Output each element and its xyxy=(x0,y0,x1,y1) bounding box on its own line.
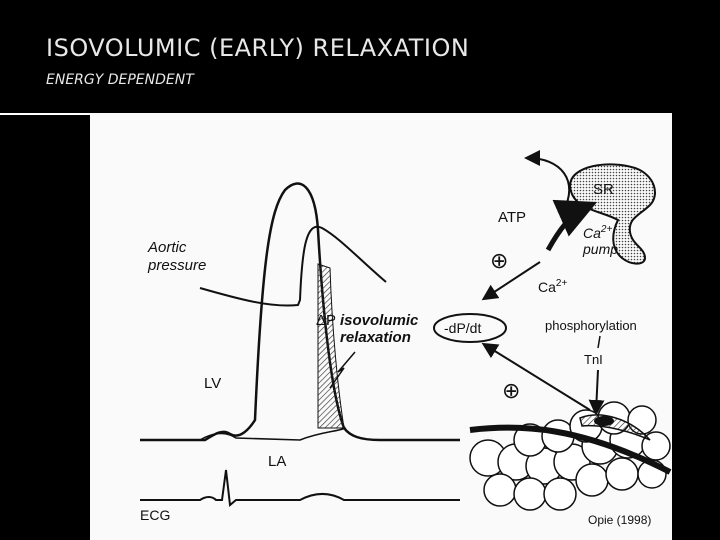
aortic-pressure-curve xyxy=(199,225,387,307)
tropomyosin-strand xyxy=(469,424,672,475)
divider-line xyxy=(0,113,90,115)
plus-sign-upper: ⊕ xyxy=(490,248,508,273)
atp-arrow xyxy=(524,150,570,213)
phosphorylation-tick xyxy=(597,335,601,349)
isovolumic-region xyxy=(317,263,345,429)
phosphorylation-label: phosphorylation xyxy=(545,318,637,333)
sr-structure xyxy=(568,163,656,265)
left-border xyxy=(0,113,90,540)
slide-title: ISOVOLUMIC (EARLY) RELAXATION xyxy=(46,34,470,62)
dpdt-label: -dP/dt xyxy=(444,320,481,336)
ecg-trace xyxy=(140,469,460,507)
sr-label: SR xyxy=(593,181,614,198)
delta-p-label: ΔP xyxy=(316,312,336,329)
ca2-label: Ca2+ xyxy=(538,278,567,295)
aortic-label: Aortic xyxy=(147,239,187,256)
relaxation-label: relaxation xyxy=(340,329,411,346)
slide-subtitle: ENERGY DEPENDENT xyxy=(46,72,194,88)
tni-to-dpdt-arrow xyxy=(481,342,591,411)
plus-sign-lower: ⊕ xyxy=(502,378,520,403)
isovolumic-pointer xyxy=(329,351,356,389)
isovolumic-label: isovolumic xyxy=(340,312,419,329)
pump-label: pump xyxy=(582,241,618,257)
atp-label: ATP xyxy=(498,209,526,226)
ecg-label: ECG xyxy=(140,507,170,523)
la-pressure-curve xyxy=(140,427,347,441)
citation-label: Opie (1998) xyxy=(588,513,651,527)
lv-label: LV xyxy=(204,375,221,392)
ca-pump-arrow xyxy=(545,199,598,252)
dpdt-oval xyxy=(433,313,507,343)
tni-to-filament-arrow xyxy=(588,369,605,416)
la-label: LA xyxy=(268,453,286,470)
tni-blob xyxy=(594,416,614,426)
aortic-label-2: pressure xyxy=(147,257,206,274)
right-border xyxy=(672,113,720,540)
ca-pump-label: Ca2+ xyxy=(583,224,612,241)
tni-label: TnI xyxy=(584,352,603,367)
ca-to-dpdt-arrow xyxy=(481,261,541,301)
